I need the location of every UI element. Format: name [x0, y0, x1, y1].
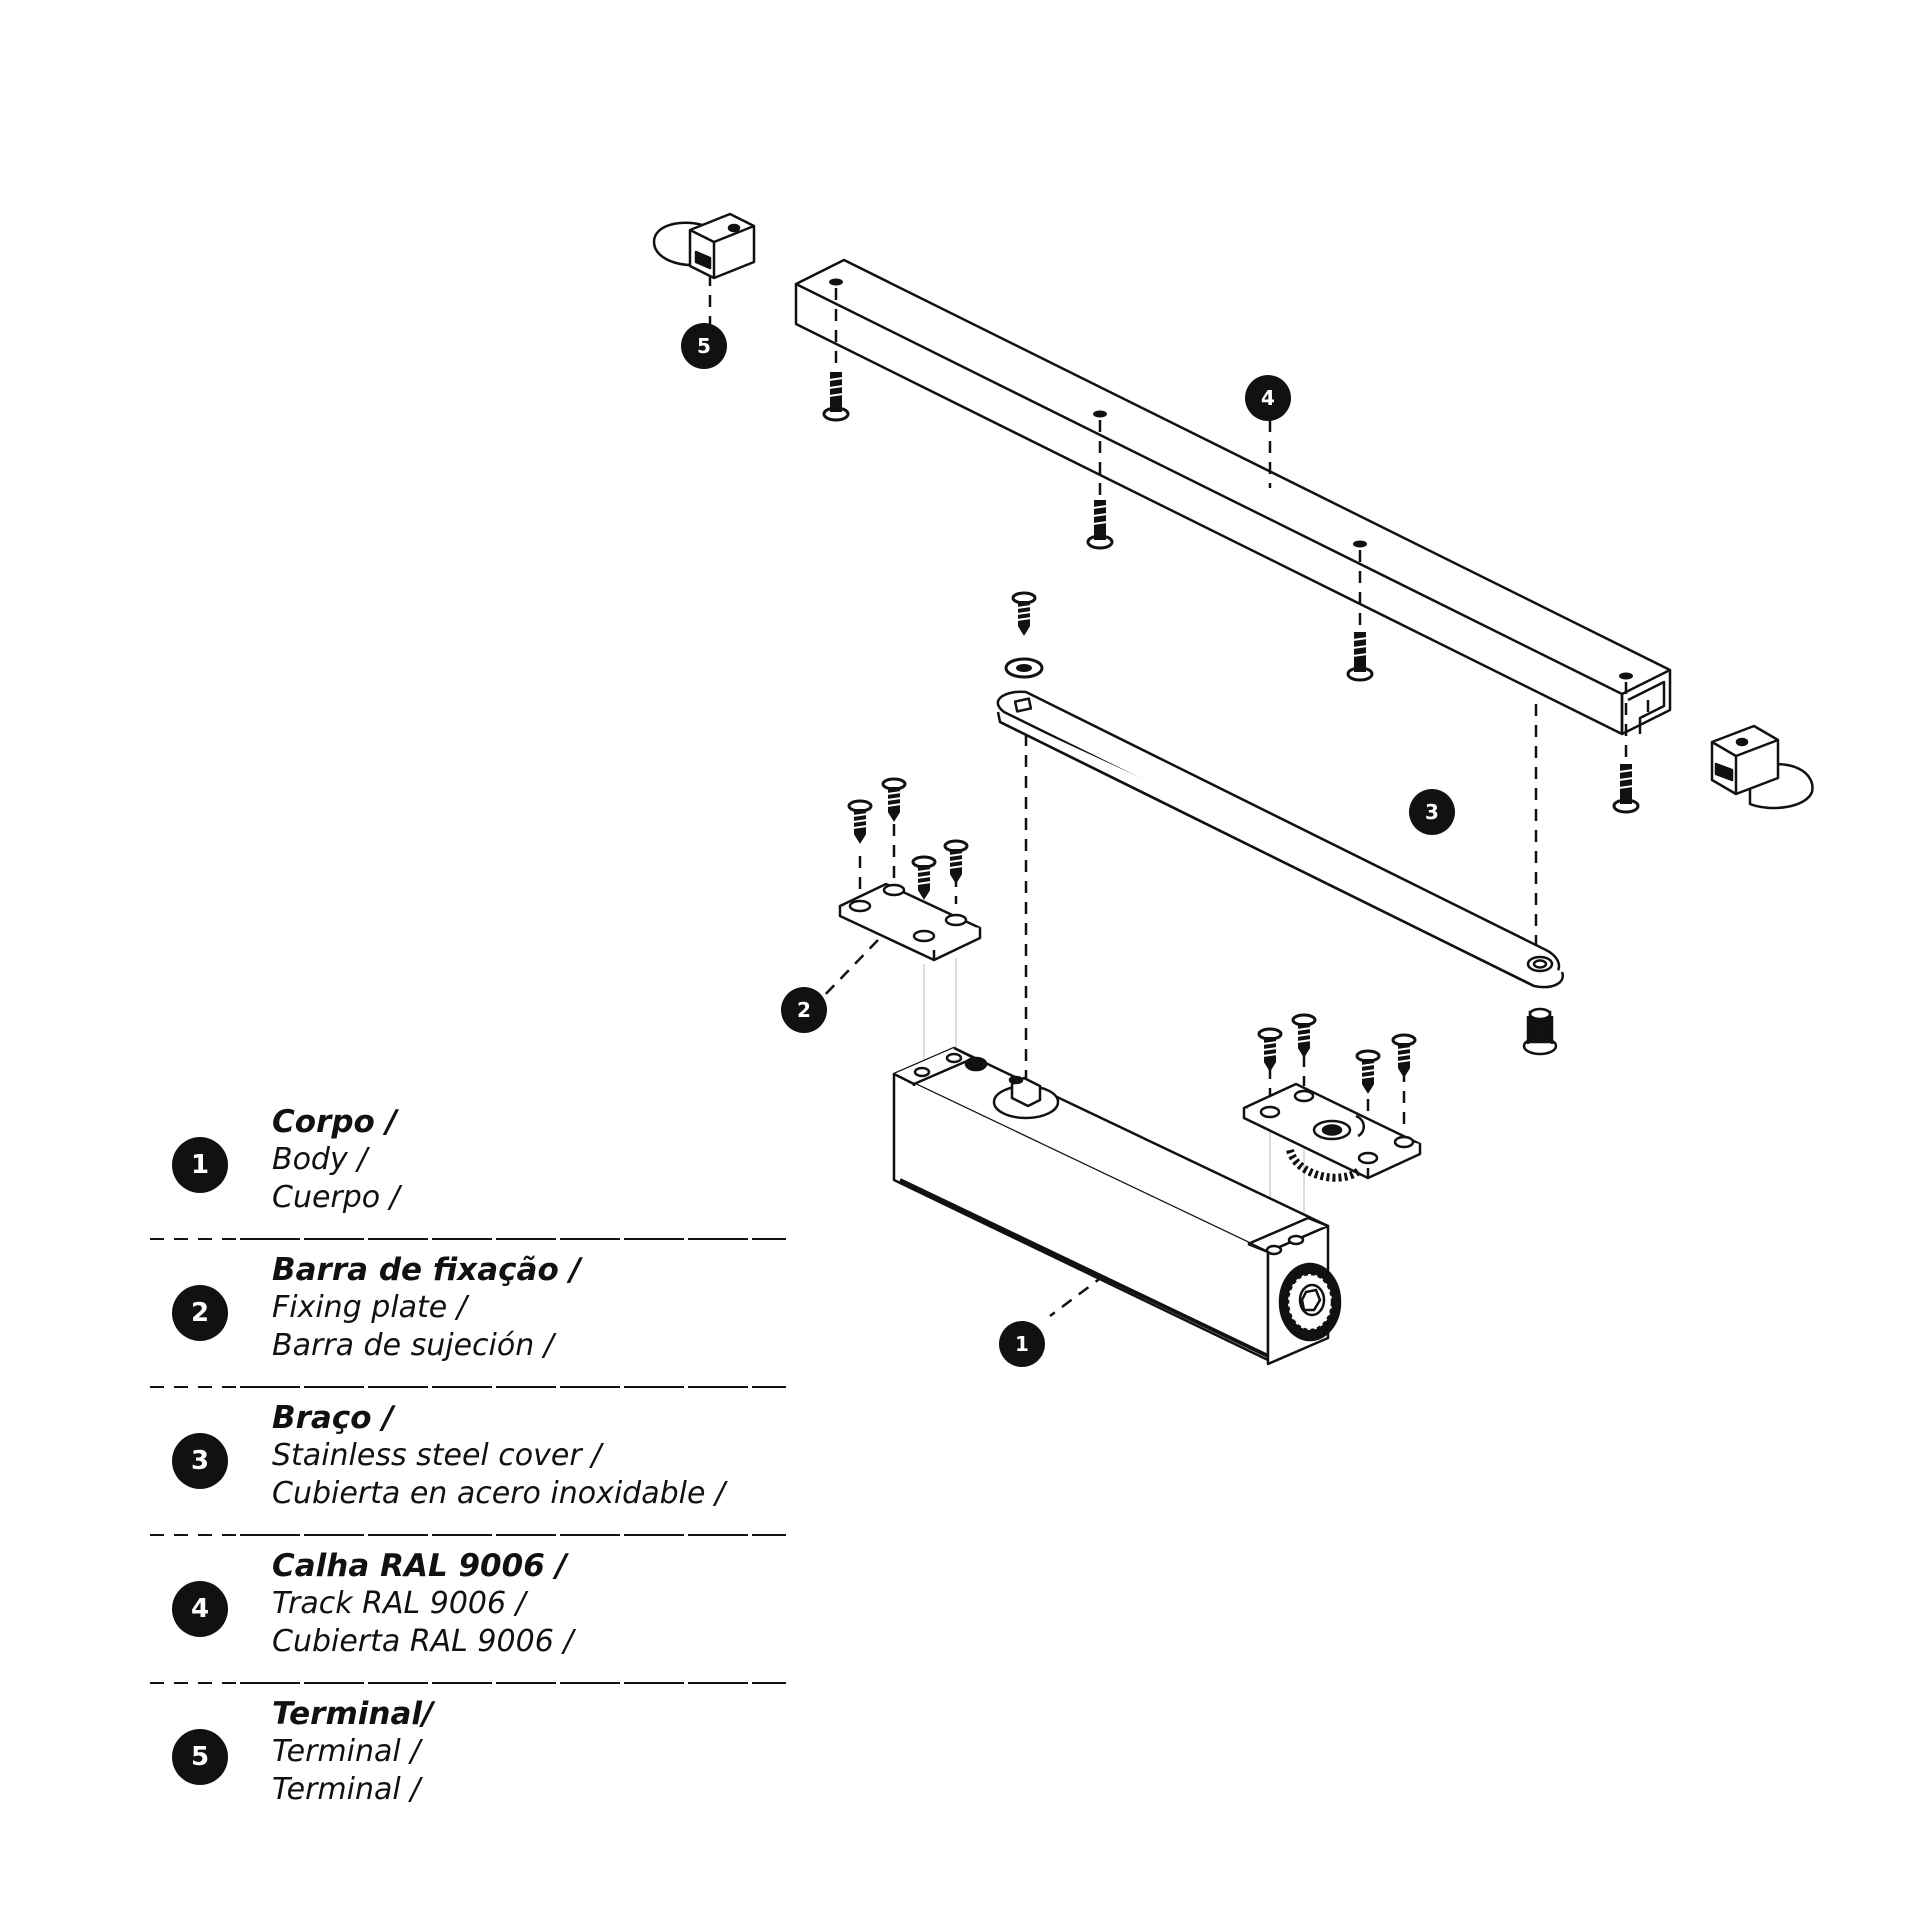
parts-legend: 1 Corpo / Body / Cuerpo / 2 Barra de fix… [150, 1104, 790, 1845]
terminal-cap-right [1710, 724, 1814, 810]
callout-badge-5-label: 5 [697, 334, 711, 358]
legend-row-1: 1 Corpo / Body / Cuerpo / [150, 1104, 790, 1253]
legend-primary-2: Barra de fixação / [272, 1252, 581, 1288]
fixing-plate [838, 882, 982, 962]
legend-secondary-3: Stainless steel cover / [272, 1438, 602, 1473]
legend-secondary-5: Terminal / [272, 1734, 421, 1769]
callout-badge-4: 4 [1245, 375, 1291, 421]
legend-tertiary-4: Cubierta RAL 9006 / [272, 1624, 574, 1659]
legend-badge-4: 4 [172, 1581, 228, 1637]
legend-row-5: 5 Terminal/ Terminal / Terminal / [150, 1696, 790, 1845]
closer-body [892, 1046, 1330, 1366]
callout-badge-5: 5 [681, 323, 727, 369]
callout-badge-3: 3 [1409, 789, 1455, 835]
legend-badge-3: 3 [172, 1433, 228, 1489]
arm-screw [1004, 591, 1044, 679]
track-rail [794, 258, 1672, 736]
legend-secondary-2: Fixing plate / [272, 1290, 467, 1325]
legend-tertiary-1: Cuerpo / [272, 1180, 400, 1215]
callout-badges: 1 2 3 4 5 [681, 323, 1455, 1367]
arm-bar [996, 690, 1564, 989]
legend-tertiary-5: Terminal / [272, 1772, 421, 1807]
callout-badge-4-label: 4 [1261, 386, 1275, 410]
callout-badge-1-label: 1 [1015, 1332, 1029, 1356]
callout-badge-2: 2 [781, 987, 827, 1033]
legend-row-4: 4 Calha RAL 9006 / Track RAL 9006 / Cubi… [150, 1548, 790, 1697]
fixing-plate-screws [847, 777, 969, 900]
legend-primary-4: Calha RAL 9006 / [272, 1548, 567, 1584]
legend-secondary-1: Body / [272, 1142, 368, 1177]
adjustment-gear-front [1278, 1262, 1342, 1342]
body-details [913, 1052, 1305, 1256]
terminal-cap-left [652, 212, 756, 280]
callout-badge-3-label: 3 [1425, 800, 1439, 824]
legend-badge-1: 1 [172, 1137, 228, 1193]
pivot-plate [1242, 1082, 1422, 1180]
legend-primary-5: Terminal/ [272, 1696, 434, 1732]
legend-tertiary-2: Barra de sujeción / [272, 1328, 554, 1363]
legend-primary-3: Braço / [272, 1400, 394, 1436]
legend-badge-2: 2 [172, 1285, 228, 1341]
legend-primary-1: Corpo / [272, 1104, 397, 1140]
track-screws [822, 370, 1640, 814]
legend-badge-5: 5 [172, 1729, 228, 1785]
legend-row-2: 2 Barra de fixação / Fixing plate / Barr… [150, 1252, 790, 1401]
legend-tertiary-3: Cubierta en acero inoxidable / [272, 1476, 726, 1511]
track-holes [829, 278, 1633, 680]
legend-row-3: 3 Braço / Stainless steel cover / Cubier… [150, 1400, 790, 1549]
arm-bushing [1522, 1007, 1558, 1056]
callout-badge-2-label: 2 [797, 998, 811, 1022]
pivot-gear [1286, 1148, 1363, 1182]
pivot-plate-screws [1257, 1013, 1417, 1094]
callout-badge-1: 1 [999, 1321, 1045, 1367]
legend-secondary-4: Track RAL 9006 / [272, 1586, 526, 1621]
